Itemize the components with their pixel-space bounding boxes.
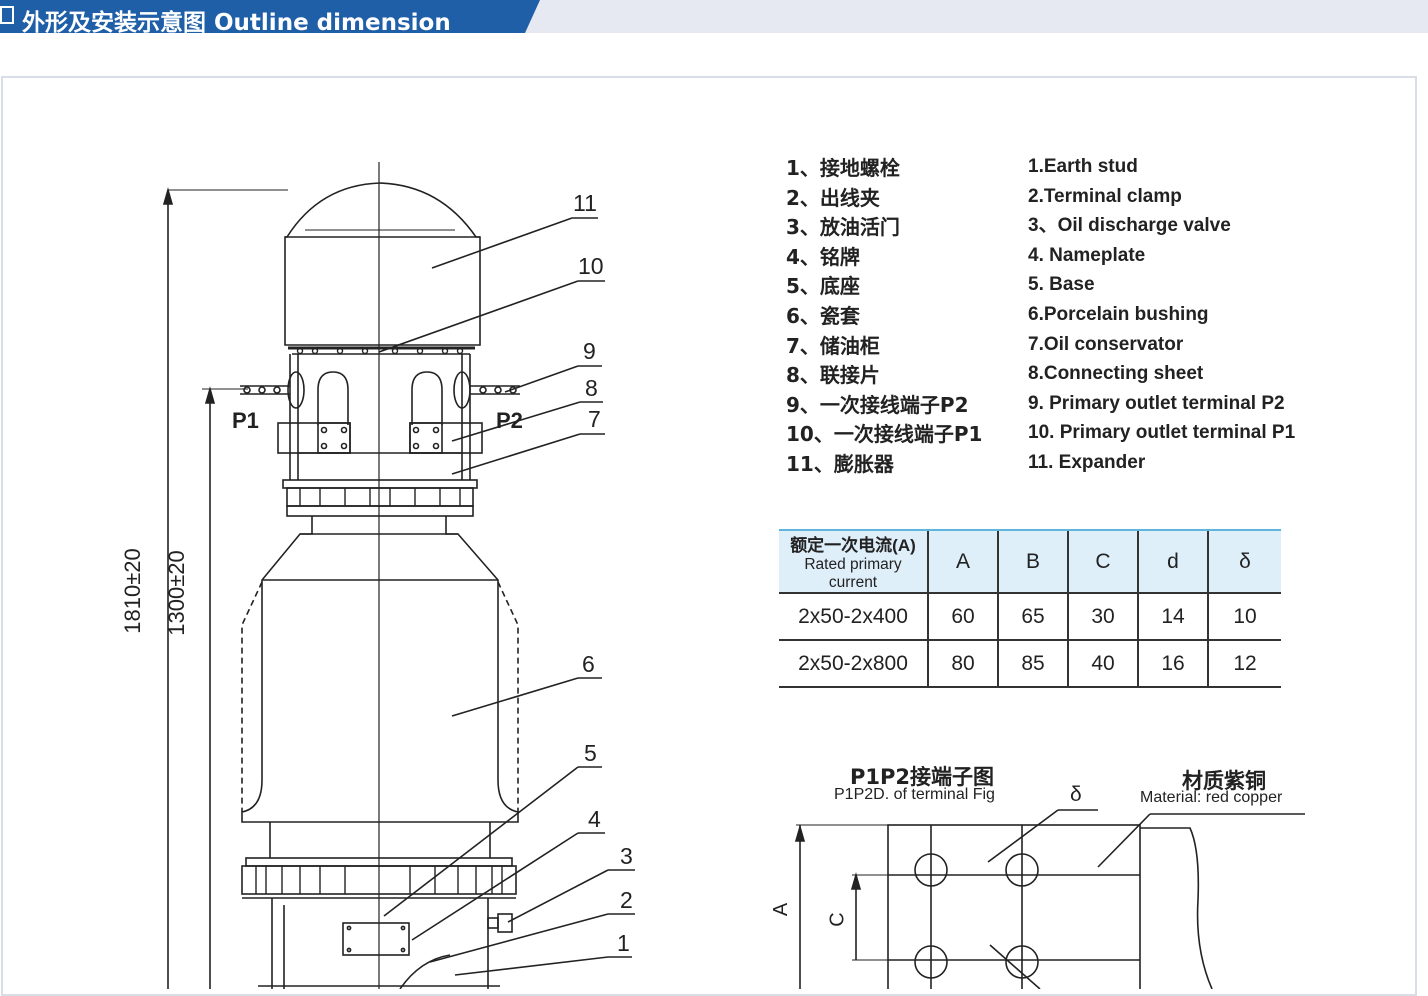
legend-chinese: 1、接地螺栓 2、出线夹 3、放油活门 4、铭牌 5、底座 6、瓷套 7、储油柜… (786, 154, 982, 480)
legend-item: 3、Oil discharge valve (1028, 215, 1231, 237)
legend-item: 11、膨胀器 (786, 451, 894, 476)
dim-height-label: 1300±20 (163, 550, 189, 636)
column-header: C (1067, 529, 1138, 594)
callout-5: 5 (584, 740, 597, 766)
table-cell: 16 (1137, 640, 1208, 688)
legend-item: 1.Earth stud (1028, 156, 1138, 177)
callout-10: 10 (578, 253, 604, 279)
table-cell: 80 (927, 640, 998, 688)
legend-item: 8.Connecting sheet (1028, 363, 1204, 385)
dim-c-label: C (826, 912, 849, 927)
callout-8: 8 (585, 375, 598, 401)
legend-item: 4、铭牌 (786, 244, 860, 269)
table-row: 2x50-2x400 60 65 30 14 10 (779, 593, 1281, 641)
table-cell: 2x50-2x800 (779, 640, 928, 688)
legend-item: 1、接地螺栓 (786, 156, 900, 180)
legend-item: 2.Terminal clamp (1028, 185, 1182, 207)
table-cell: 65 (997, 593, 1068, 641)
terminal-fig-title-en: P1P2D. of terminal Fig (834, 786, 995, 803)
table-cell: 85 (997, 640, 1068, 688)
spec-table: 额定一次电流(A) Rated primary current A B C d … (779, 529, 1281, 688)
table-cell: 14 (1137, 593, 1208, 641)
table-row: 2x50-2x800 80 85 40 16 12 (779, 640, 1281, 688)
callout-2: 2 (620, 887, 633, 913)
legend-english: 1.Earth stud 2.Terminal clamp 3、Oil disc… (1028, 152, 1295, 478)
table-cell: 2x50-2x400 (779, 593, 928, 641)
legend-item: 6.Porcelain bushing (1028, 303, 1209, 325)
terminal-p1-label: P1 (232, 408, 259, 433)
terminal-p2-label: P2 (496, 408, 523, 433)
legend-item: 7.Oil conservator (1028, 333, 1184, 355)
dim-a-label: A (770, 902, 793, 917)
callout-6: 6 (582, 651, 595, 677)
dim-total-label: 1810±20 (119, 548, 145, 634)
column-header: δ (1207, 529, 1281, 594)
legend-item: 5. Base (1028, 274, 1095, 296)
column-header: A (927, 529, 998, 594)
legend-item: 6、瓷套 (786, 303, 860, 328)
table-cell: 60 (927, 593, 998, 641)
delta-label: δ (1070, 783, 1082, 806)
legend-item: 8、联接片 (786, 363, 880, 388)
column-header: B (997, 529, 1068, 594)
column-header: d (1137, 529, 1208, 594)
callout-11: 11 (573, 190, 597, 216)
legend-item: 9、一次接线端子P2 (786, 392, 969, 417)
material-label-cn: 材质紫铜 (1182, 769, 1266, 793)
callout-7: 7 (588, 406, 601, 432)
callout-4: 4 (588, 806, 601, 832)
legend-item: 3、放油活门 (786, 215, 900, 240)
table-header-row: 额定一次电流(A) Rated primary current A B C d … (779, 529, 1281, 594)
table-cell: 30 (1067, 593, 1138, 641)
header-rated-current-en: Rated primary current (804, 556, 902, 591)
material-label-en: Material: red copper (1140, 789, 1283, 806)
legend-item: 10. Primary outlet terminal P1 (1028, 422, 1296, 444)
legend-item: 11. Expander (1028, 451, 1146, 473)
table-cell: 10 (1207, 593, 1281, 641)
table-cell: 40 (1067, 640, 1138, 688)
legend-item: 4. Nameplate (1028, 244, 1146, 266)
page-title: 外形及安装示意图 Outline dimension (22, 10, 451, 36)
legend-item: 7、储油柜 (786, 333, 880, 358)
legend-item: 5、底座 (786, 274, 860, 299)
legend-item: 10、一次接线端子P1 (786, 422, 983, 447)
legend-item: 9. Primary outlet terminal P2 (1028, 392, 1285, 414)
header-rated-current: 额定一次电流(A) Rated primary current (779, 529, 928, 594)
callout-9: 9 (583, 338, 596, 364)
checkbox-icon (0, 6, 14, 24)
callout-1: 1 (617, 930, 630, 956)
legend-item: 2、出线夹 (786, 185, 880, 210)
callout-3: 3 (620, 843, 633, 869)
header-tab: 外形及安装示意图 Outline dimension (0, 0, 540, 33)
header-rated-current-cn: 额定一次电流(A) (790, 536, 916, 555)
table-cell: 12 (1207, 640, 1281, 688)
terminal-fig-title-cn: P1P2接端子图 (850, 765, 995, 789)
